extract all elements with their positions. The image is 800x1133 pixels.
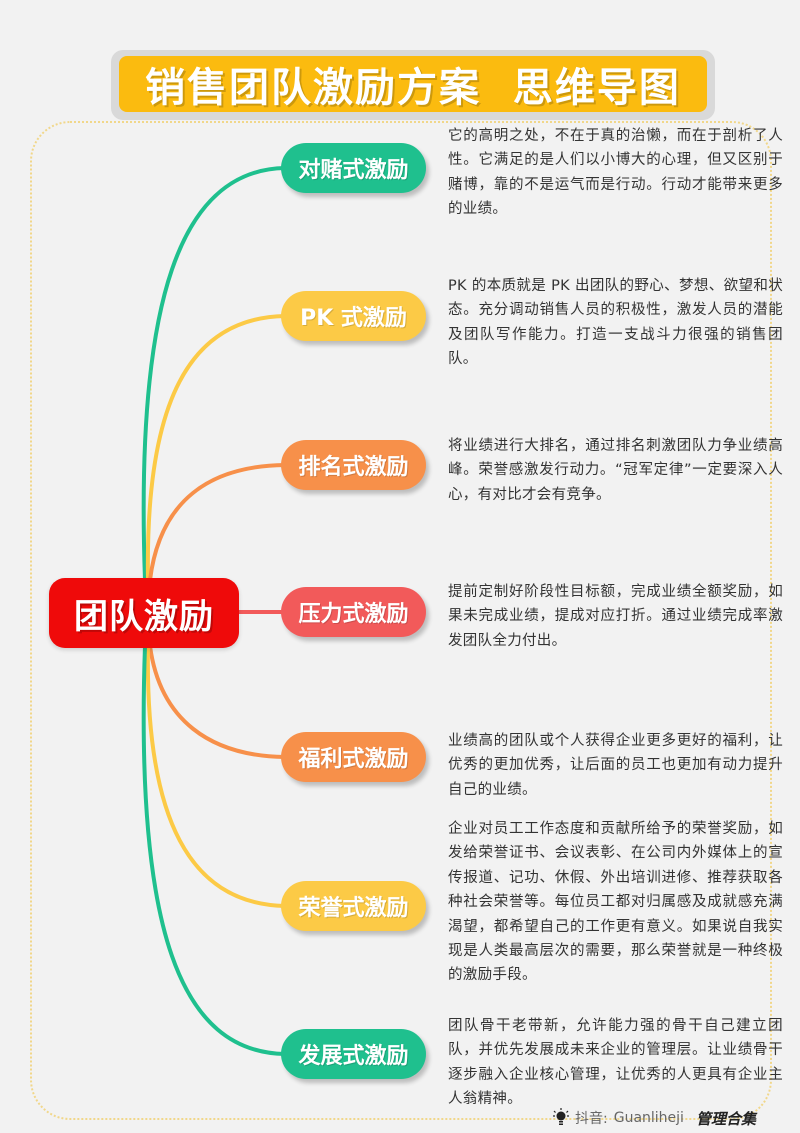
footer-platform: 抖音: (575, 1111, 608, 1127)
branch-description-pk: PK 的本质就是 PK 出团队的野心、梦想、欲望和状态。充分调动销售人员的积极性… (448, 278, 783, 368)
lightbulb-icon (553, 1108, 569, 1125)
branch-node-pressure[interactable]: 压力式激励 (281, 587, 426, 637)
branch-label: 压力式激励 (298, 602, 409, 627)
branch-description-ranking: 将业绩进行大排名，通过排名刺激团队力争业绩高峰。荣誉感激发行动力。“冠军定律”一… (448, 438, 783, 503)
branch-label: 荣誉式激励 (298, 896, 409, 921)
branch-label: 发展式激励 (298, 1044, 409, 1069)
connector-branch-6 (145, 645, 286, 908)
title-bar: 销售团队激励方案 思维导图 (119, 56, 707, 112)
connector-branch-7 (141, 645, 286, 1056)
content-frame (30, 121, 772, 1120)
branch-label: PK 式激励 (300, 306, 407, 331)
connector-branch-3 (148, 463, 286, 581)
branch-node-honor[interactable]: 荣誉式激励 (281, 881, 426, 931)
page-title: 销售团队激励方案 思维导图 (145, 65, 681, 111)
branch-node-welfare[interactable]: 福利式激励 (281, 732, 426, 782)
title-banner: 销售团队激励方案 思维导图 (111, 50, 715, 120)
footer-watermark: 抖音: Guanliheji 管理合集 (553, 1106, 756, 1130)
branch-description-welfare: 业绩高的团队或个人获得企业更多更好的福利，让优秀的更加优秀，让后面的员工也更加有… (448, 733, 783, 798)
branch-node-betting[interactable]: 对赌式激励 (281, 143, 426, 193)
connector-branch-5 (148, 645, 286, 759)
branch-label: 排名式激励 (298, 455, 409, 480)
branch-description-honor: 企业对员工工作态度和贡献所给予的荣誉奖励，如发给荣誉证书、会议表彰、在公司内外媒… (448, 821, 783, 984)
branch-node-development[interactable]: 发展式激励 (281, 1029, 426, 1079)
branch-node-pk[interactable]: PK 式激励 (281, 291, 426, 341)
central-topic-node[interactable]: 团队激励 (49, 578, 239, 648)
branch-label: 对赌式激励 (298, 158, 409, 183)
connector-branch-2 (145, 314, 286, 581)
footer-brand: 管理合集 (695, 1109, 756, 1128)
branch-description-development: 团队骨干老带新，允许能力强的骨干自己建立团队，并优先发展成未来企业的管理层。让业… (448, 1018, 783, 1108)
footer-account: Guanliheji (613, 1110, 684, 1126)
central-topic-label: 团队激励 (74, 596, 214, 637)
branch-description-betting: 它的高明之处，不在于真的治懒，而在于剖析了人性。它满足的是人们以小博大的心理，但… (448, 128, 783, 218)
connector-branch-1 (141, 166, 286, 581)
branch-node-ranking[interactable]: 排名式激励 (281, 440, 426, 490)
branch-description-pressure: 提前定制好阶段性目标额，完成业绩全额奖励，如果未完成业绩，提成对应打折。通过业绩… (448, 584, 783, 649)
branch-label: 福利式激励 (298, 747, 409, 772)
